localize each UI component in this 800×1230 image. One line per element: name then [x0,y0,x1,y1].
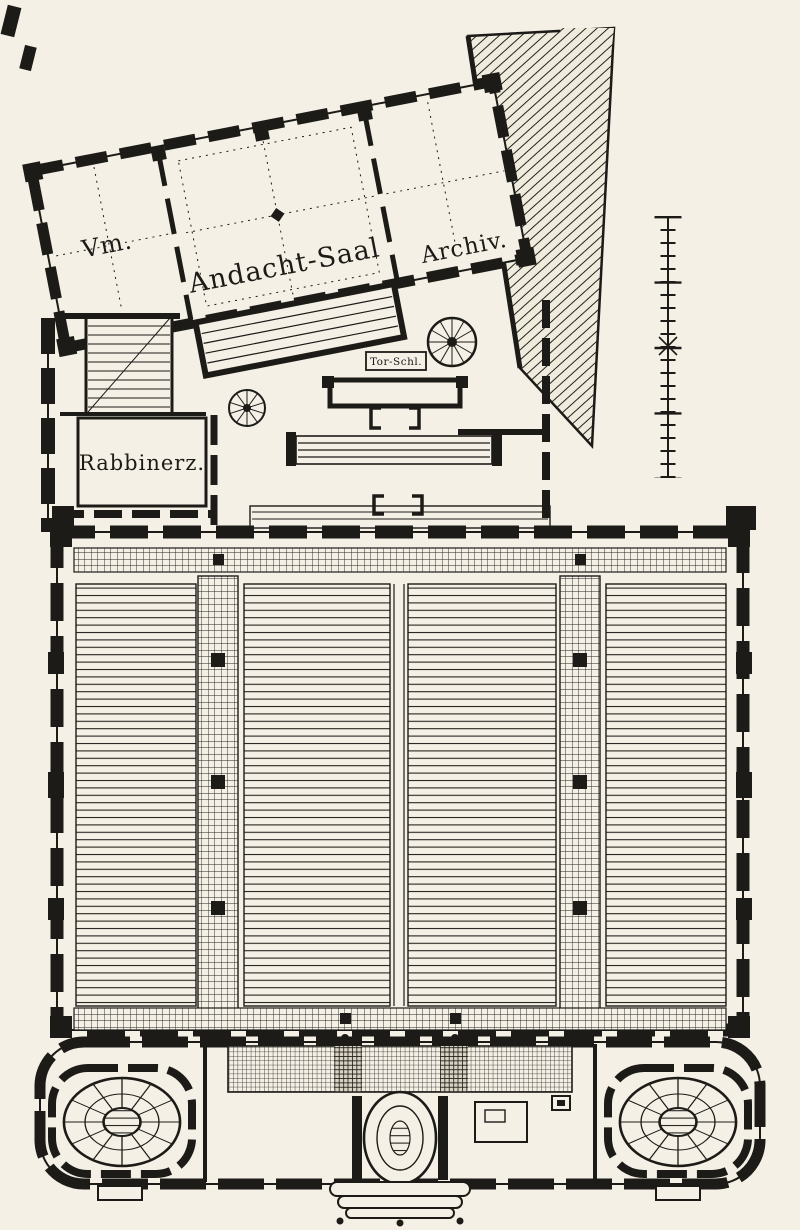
hall-columns [211,653,587,915]
vestibule-carpet [227,1045,573,1093]
scale-bar [654,216,682,478]
room-label-rabbinerz: Rabbinerz. [79,451,205,475]
torah-ark-area: Tor-Schl. [249,300,551,529]
side-pad-left [97,1185,143,1201]
wing-wall-vm-saal [155,150,194,320]
prayer-hall-wing: Vm. Andacht-Saal Archiv. [22,71,537,380]
spiral-staircase-corridor [228,389,266,427]
service-room [474,1095,571,1143]
stair-tower-right [604,1064,752,1178]
label-box-tor-schl: Tor-Schl. [365,351,427,371]
top-grid-band [73,547,727,573]
rabbinerz-room: Rabbinerz. [76,416,208,508]
bimah-platform [249,494,551,529]
wing-wall-saal-archiv [361,109,400,280]
entrance-steps [329,1181,471,1227]
west-annex: Rabbinerz. [41,313,218,532]
pew-blocks [75,583,727,1007]
ark-bracket-pair-lower [372,494,424,516]
wall-stub-marks [0,4,37,72]
vault-keystone-mark [270,207,285,222]
annex-staircase [84,314,174,416]
right-aisle [559,575,601,1011]
central-oval-vestibule [352,1090,448,1186]
ark-steps [286,432,502,466]
stair-tower-left [48,1064,196,1178]
spiral-staircase-archiv [426,316,478,368]
ark-bracket-pair-upper [369,406,421,430]
ark-enclosure [322,376,468,409]
scale-bar-star-mark [658,336,678,356]
wall-pilasters [48,652,752,920]
wing-step-platform [191,280,408,380]
bottom-grid-band [73,1007,727,1031]
vault-dotted-lines [56,102,505,307]
side-pad-right [655,1185,701,1201]
label-tor-schl: Tor-Schl. [370,356,422,368]
left-aisle [197,575,239,1011]
entrance-block [34,1034,766,1227]
main-hall [48,506,756,1038]
